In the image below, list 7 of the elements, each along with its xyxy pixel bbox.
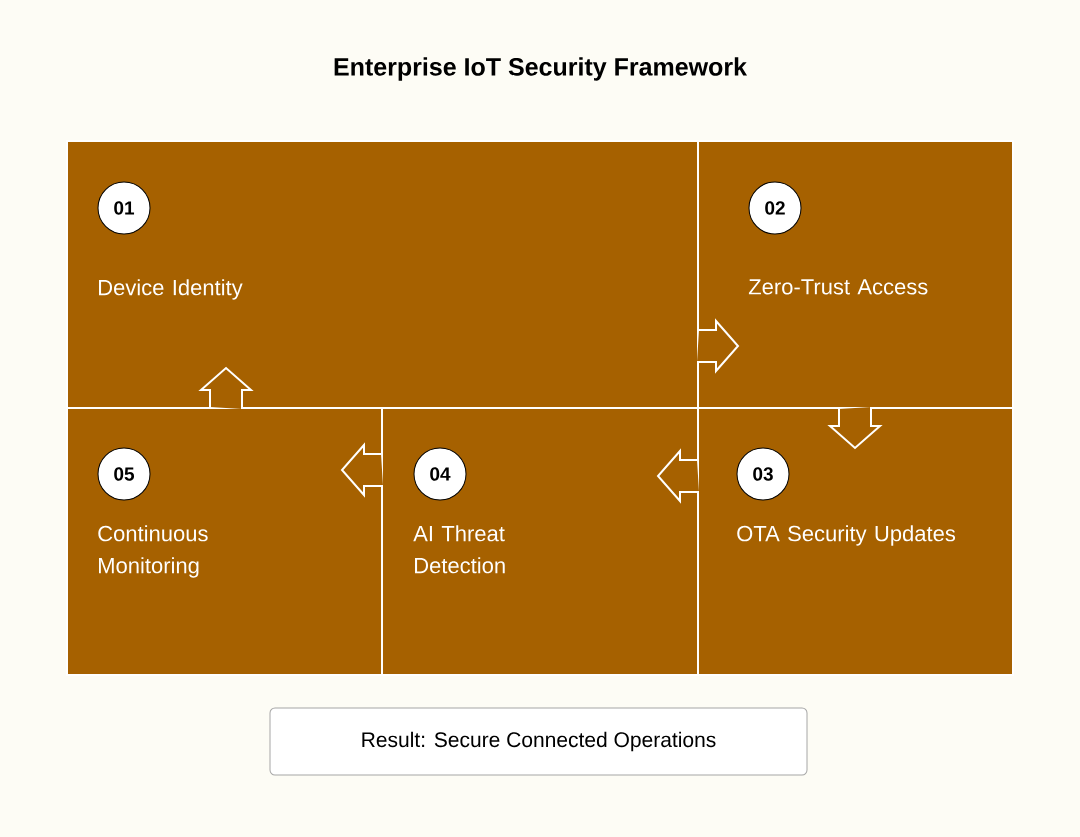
result-box: Result: Secure Connected Operations (269, 707, 808, 776)
step-label: Continuous Monitoring (98, 525, 208, 578)
step-label: Device Identity (99, 279, 243, 300)
step-label: AI Threat Detection (413, 525, 505, 574)
step-label: Zero-Trust Access (748, 279, 928, 295)
step-label: OTA Security Updates (737, 525, 956, 546)
title: Enterprise IoT Security Framework (334, 57, 747, 81)
